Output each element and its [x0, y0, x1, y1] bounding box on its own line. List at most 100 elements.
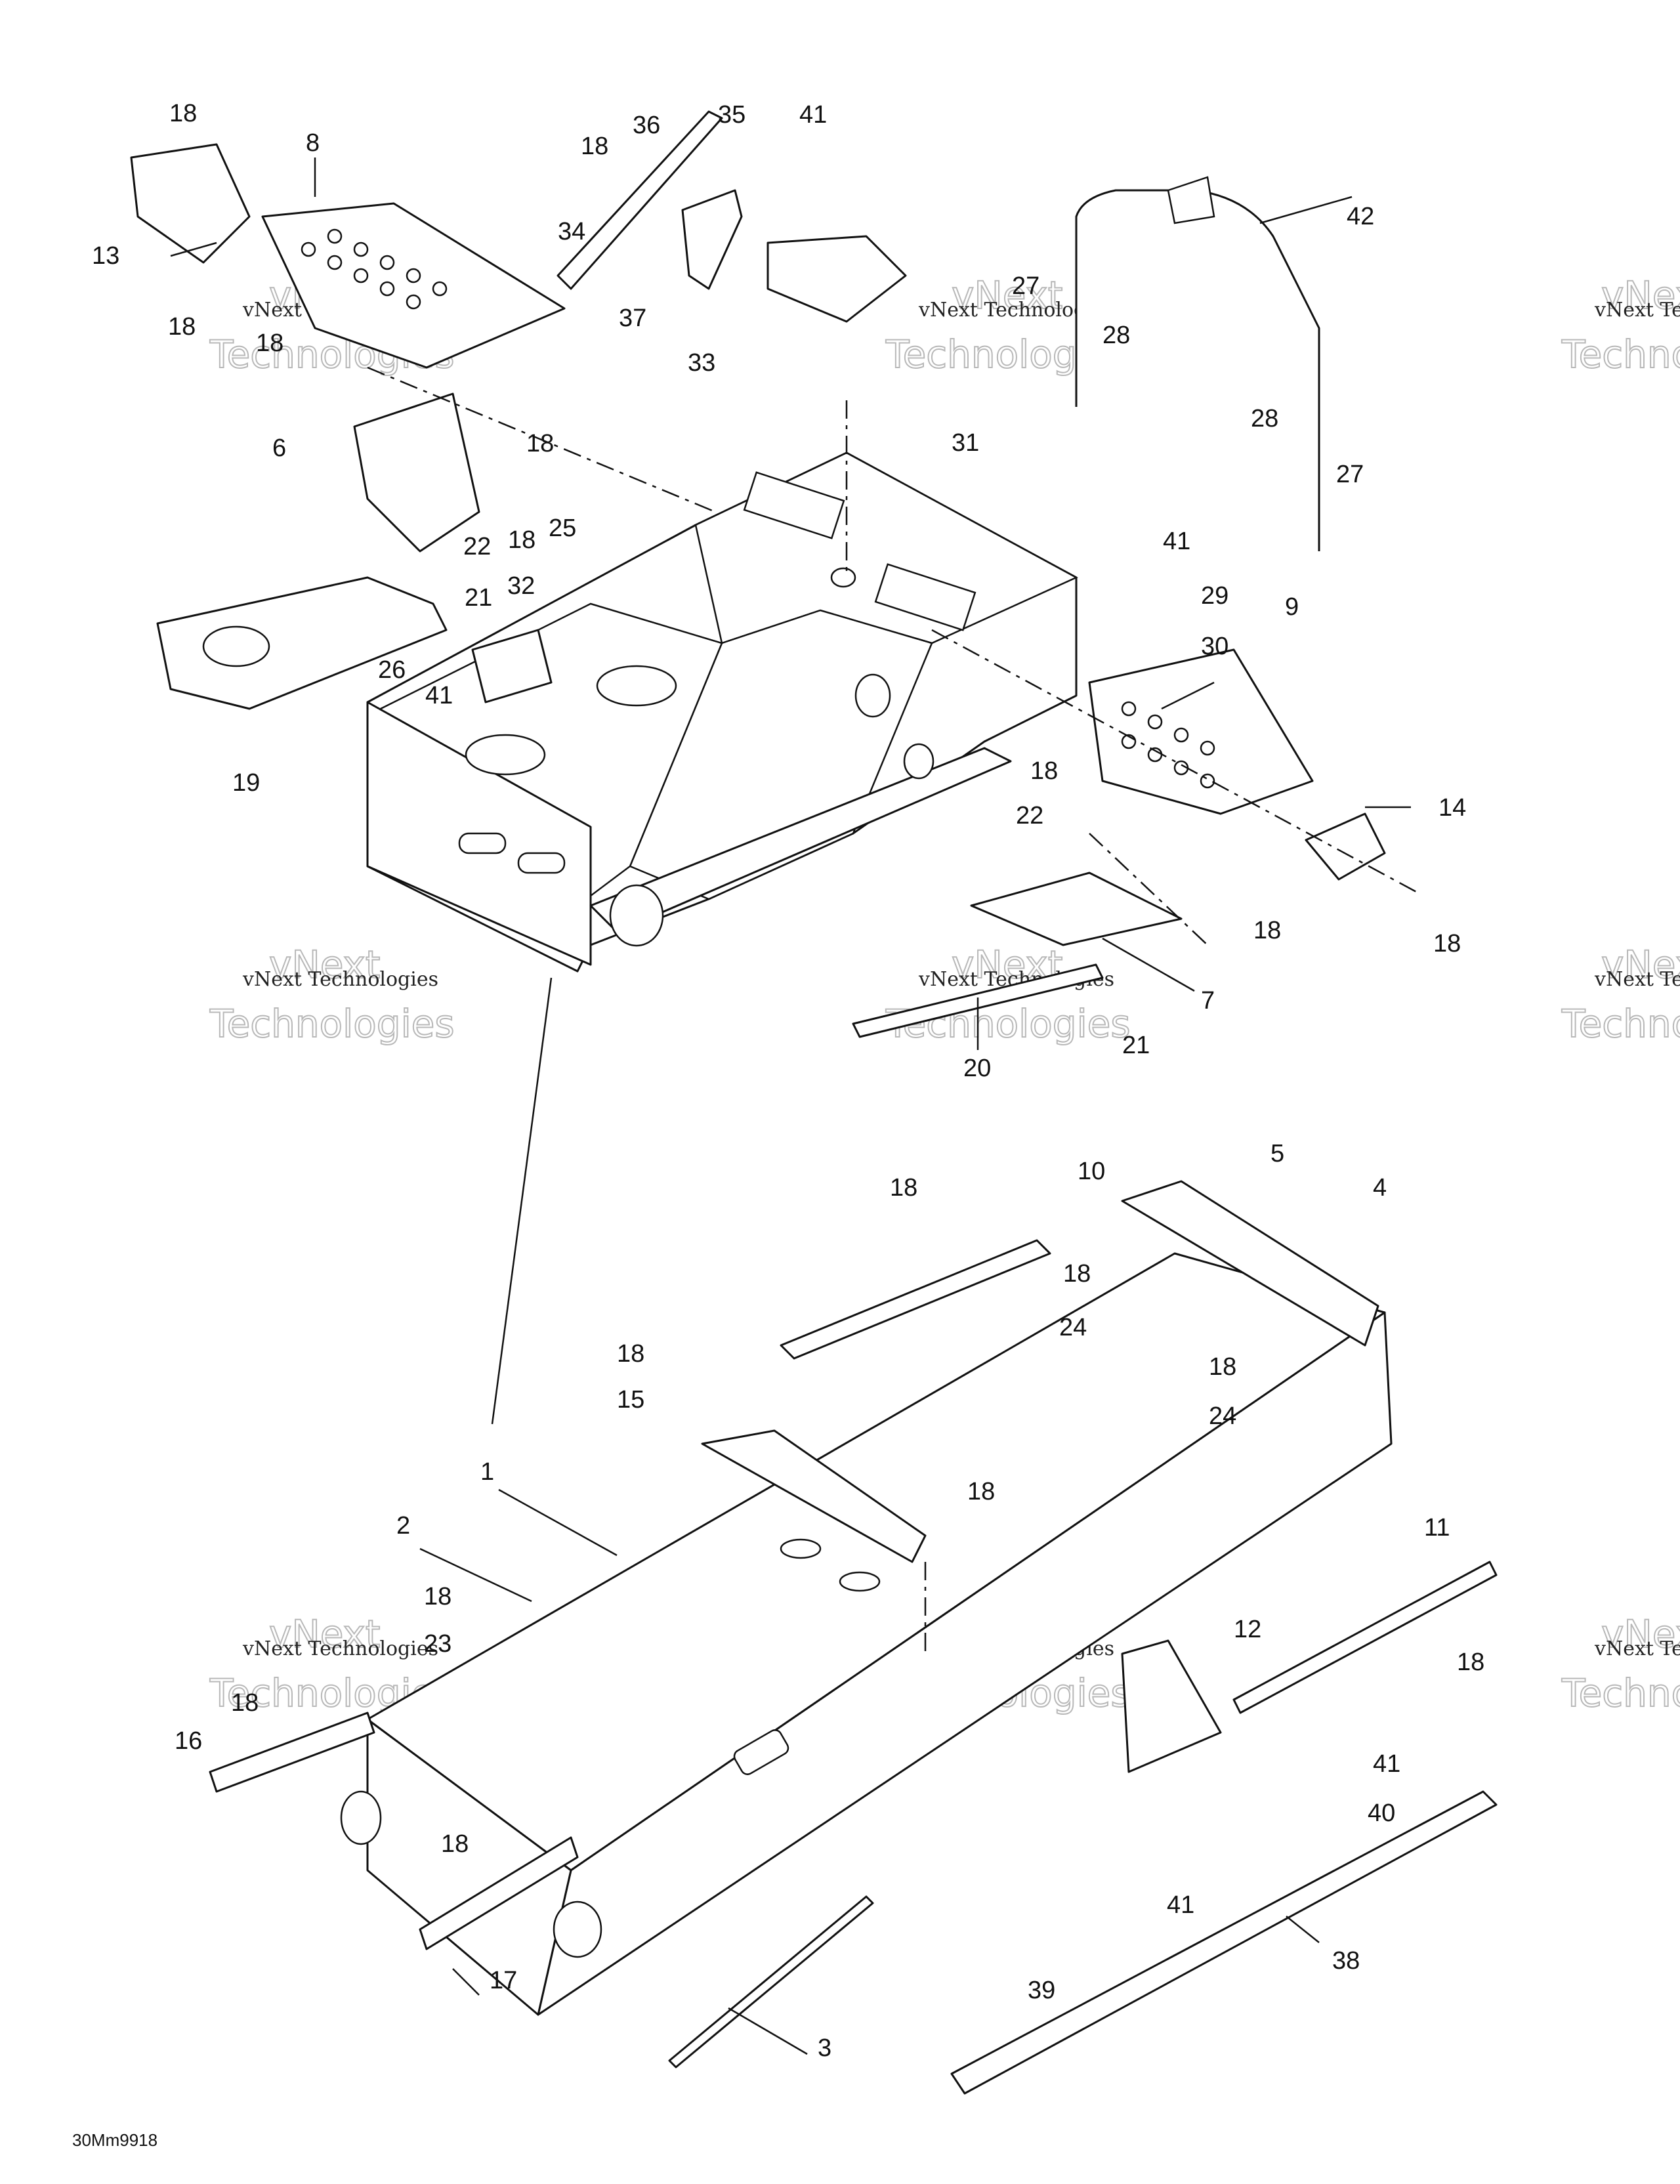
callout-label: 27 [1012, 272, 1040, 300]
watermark-big: Technologies [1561, 1001, 1680, 1046]
watermark-small: vNext Technologies [1594, 1637, 1680, 1660]
lower-tube [589, 747, 1012, 933]
callout-label: 42 [1347, 203, 1374, 230]
callout-label: 10 [1078, 1158, 1105, 1185]
callout-label: 18 [1209, 1353, 1236, 1381]
running-board-17 [419, 1836, 579, 1950]
callout-label: 12 [1234, 1616, 1261, 1643]
right-footrest [1088, 648, 1314, 815]
callout-label: 41 [799, 101, 827, 129]
tunnel-hole [839, 1571, 881, 1592]
watermark-small: vNext Technologies [1594, 968, 1680, 991]
callout-label: 35 [718, 101, 746, 129]
frame-hole [609, 884, 664, 947]
rear-grab-handle [1075, 189, 1320, 551]
callout-label: 18 [256, 329, 284, 357]
watermark-big: Technologies [1561, 1671, 1680, 1715]
callout-label: 13 [92, 242, 119, 270]
callout-label: 18 [169, 100, 197, 127]
callout-label: 39 [1028, 1977, 1055, 2004]
callout-label: 22 [1016, 802, 1043, 830]
bracket-11 [1232, 1561, 1498, 1714]
callout-label: 24 [1209, 1402, 1236, 1430]
callout-label: 6 [272, 434, 286, 462]
callout-label: 18 [168, 313, 196, 341]
callout-label: 18 [967, 1478, 995, 1505]
callout-label: 22 [463, 533, 491, 560]
running-board-38 [950, 1790, 1498, 2095]
callout-label: 5 [1270, 1140, 1284, 1167]
callout-label: 40 [1368, 1799, 1395, 1827]
callout-label: 18 [890, 1174, 917, 1202]
front-frame-assembly [366, 452, 1078, 973]
callout-label: 41 [1373, 1750, 1400, 1778]
callout-label: 3 [818, 2034, 831, 2062]
callout-label: 17 [490, 1967, 517, 1994]
bracket-37 [681, 189, 743, 290]
callout-label: 11 [1424, 1514, 1450, 1542]
leader-lines [170, 158, 1418, 2055]
bracket-6 [353, 392, 480, 553]
bracket-13 [130, 143, 251, 264]
bracket-14 [1305, 812, 1386, 881]
callout-label: 21 [1122, 1032, 1150, 1059]
skid-plate-hole [202, 625, 270, 667]
callout-labels: 18 8 13 18 18 36 35 41 18 34 37 33 42 27… [92, 100, 1484, 2062]
frame-opening [743, 471, 845, 539]
watermark-big: Technologies [1561, 332, 1680, 377]
watermark-small: vNext Technologies [242, 968, 438, 991]
trim-strip [556, 110, 723, 290]
callout-label: 23 [424, 1630, 452, 1658]
footrest-holes [1121, 701, 1215, 789]
callout-label: 20 [963, 1055, 991, 1082]
watermark-big: vNext [1601, 1612, 1680, 1656]
bracket-12 [1121, 1639, 1222, 1773]
callout-label: 18 [1253, 917, 1281, 944]
watermark-big: vNext [952, 273, 1062, 318]
callout-label: 18 [581, 133, 608, 160]
callout-label: 31 [952, 429, 979, 457]
callout-label: 41 [1163, 528, 1190, 555]
callout-label: 18 [526, 430, 554, 457]
skid-plate [156, 576, 448, 710]
callout-label: 18 [1433, 930, 1461, 957]
frame-hole [830, 567, 856, 588]
watermark-big: vNext [1601, 273, 1680, 318]
callout-label: 21 [465, 584, 492, 612]
callout-label: 15 [617, 1386, 644, 1414]
callout-label: 29 [1201, 582, 1228, 610]
callout-label: 18 [1457, 1648, 1484, 1676]
frame-opening [874, 563, 976, 631]
callout-label: 34 [558, 218, 585, 245]
callout-label: 33 [688, 349, 715, 377]
callout-label: 4 [1373, 1174, 1387, 1202]
bracket-10 [780, 1239, 1051, 1360]
frame-hole [854, 673, 891, 718]
callout-label: 36 [633, 112, 660, 139]
watermark-big: vNext [269, 1612, 380, 1656]
frame-slot [458, 832, 507, 854]
watermark-big: vNext [269, 942, 380, 987]
callout-label: 28 [1251, 405, 1278, 432]
callout-label: 41 [1167, 1891, 1194, 1919]
tunnel-slot [733, 1729, 789, 1775]
callout-label: 2 [396, 1512, 410, 1540]
callout-label: 37 [619, 304, 646, 332]
tunnel-assembly [340, 1252, 1393, 2016]
watermark-small: vNext Technologies [242, 1637, 438, 1660]
callout-label: 16 [175, 1727, 202, 1755]
callout-label: 24 [1059, 1314, 1087, 1341]
bracket-32 [471, 629, 553, 704]
callout-label: 28 [1102, 322, 1130, 349]
left-footrest [261, 202, 566, 369]
callout-label: 27 [1336, 461, 1364, 488]
watermark-big: vNext [1601, 942, 1680, 987]
callout-label: 30 [1201, 633, 1228, 660]
callout-label: 14 [1438, 794, 1466, 822]
frame-hole [903, 743, 934, 780]
frame-slot [517, 852, 566, 874]
callout-label: 18 [1063, 1260, 1091, 1288]
tunnel-hole [780, 1538, 822, 1559]
callout-label: 18 [424, 1583, 452, 1610]
